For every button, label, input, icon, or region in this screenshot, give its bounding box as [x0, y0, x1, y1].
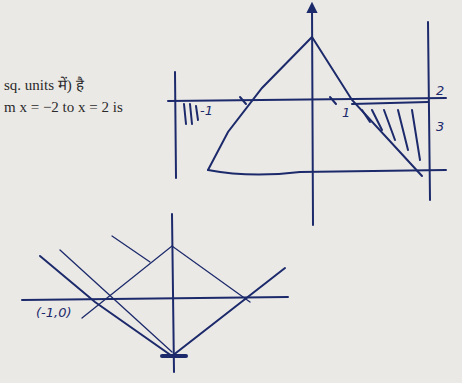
- point-label: 2: [436, 84, 444, 98]
- question-text: sq. units में) है: [4, 77, 84, 94]
- question-text: m x = −2 to x = 2 is: [4, 99, 123, 116]
- point-label: -1: [200, 104, 213, 118]
- point-label: 3: [436, 120, 444, 134]
- point-label: 1: [342, 106, 350, 120]
- point-label: (-1,0): [36, 306, 72, 320]
